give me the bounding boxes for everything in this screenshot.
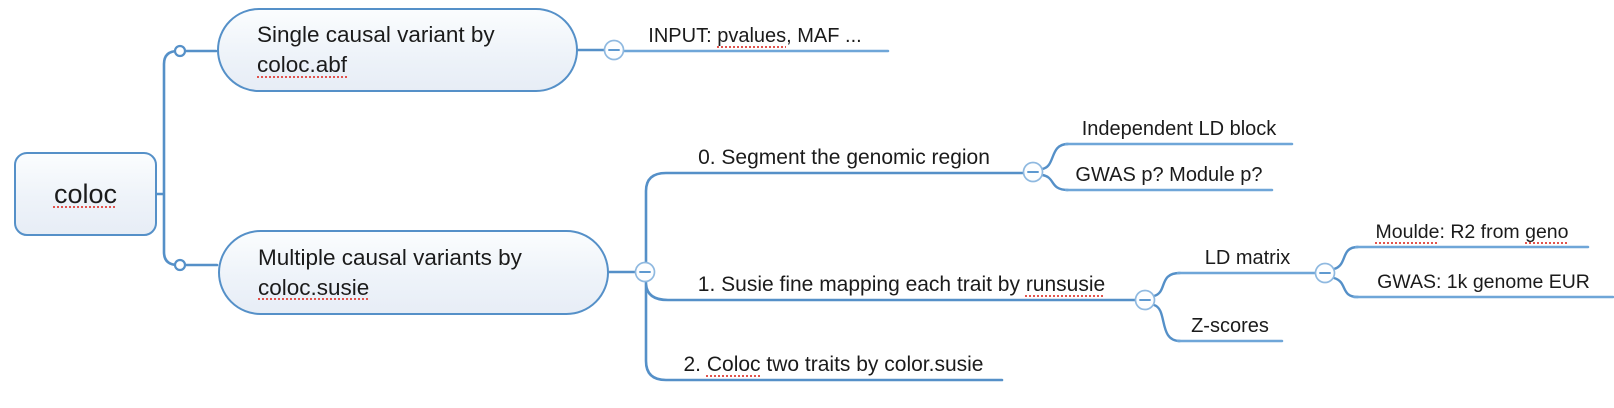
node-input[interactable]: INPUT: pvalues, MAF ...	[622, 24, 888, 48]
node-single-causal-variant[interactable]: Single causal variant by coloc.abf	[217, 8, 578, 92]
collapse-button-segment[interactable]	[1022, 161, 1044, 183]
topic-text-line1: Multiple causal variants by	[258, 244, 522, 270]
topic-text: 2. Coloc two traits by color.susie	[683, 353, 984, 376]
topic-text-line2: coloc.abf	[257, 52, 348, 77]
topic-text: Z-scores	[1191, 315, 1269, 337]
topic-text: Independent LD block	[1081, 118, 1277, 140]
collapse-button-single[interactable]	[603, 39, 625, 61]
topic-text: 1. Susie fine mapping each trait by runs…	[697, 273, 1106, 296]
connector-fork-segment	[1040, 142, 1070, 192]
branch-junction-dot	[173, 44, 187, 58]
topic-text: Moulde: R2 from geno	[1375, 221, 1569, 243]
topic-text: GWAS: 1k genome EUR	[1377, 271, 1590, 293]
topic-text: 0. Segment the genomic region	[698, 146, 990, 169]
node-independent-ld-block[interactable]: Independent LD block	[1066, 117, 1292, 141]
collapse-button-ld-matrix[interactable]	[1314, 262, 1336, 284]
topic-text-line1: Single causal variant by	[257, 22, 495, 47]
node-gwas-1k-genome[interactable]: GWAS: 1k genome EUR	[1354, 270, 1613, 294]
topic-text: GWAS p? Module p?	[1075, 164, 1263, 186]
node-coloc-root[interactable]: coloc	[14, 152, 157, 236]
connector-branch-spine	[644, 171, 1138, 382]
node-coloc-two-traits[interactable]: 2. Coloc two traits by color.susie	[664, 353, 1003, 377]
topic-text-line2: coloc.susie	[258, 274, 370, 300]
node-segment-region[interactable]: 0. Segment the genomic region	[664, 146, 1024, 170]
root-label: coloc	[53, 178, 118, 209]
topic-text: INPUT: pvalues, MAF ...	[648, 25, 862, 47]
node-ld-matrix[interactable]: LD matrix	[1178, 246, 1317, 270]
collapse-button-multiple[interactable]	[634, 261, 656, 283]
connector-fork-susie	[1152, 271, 1182, 343]
connector-trunk	[154, 49, 219, 267]
node-susie-fine-mapping[interactable]: 1. Susie fine mapping each trait by runs…	[666, 273, 1137, 297]
collapse-button-susie[interactable]	[1134, 289, 1156, 311]
node-moulde-r2[interactable]: Moulde: R2 from geno	[1356, 220, 1588, 244]
node-gwas-module-p[interactable]: GWAS p? Module p?	[1066, 163, 1272, 187]
topic-text: LD matrix	[1204, 247, 1291, 269]
node-multiple-causal-variants[interactable]: Multiple causal variants by coloc.susie	[218, 230, 609, 315]
node-z-scores[interactable]: Z-scores	[1178, 314, 1282, 338]
branch-junction-dot	[173, 258, 187, 272]
